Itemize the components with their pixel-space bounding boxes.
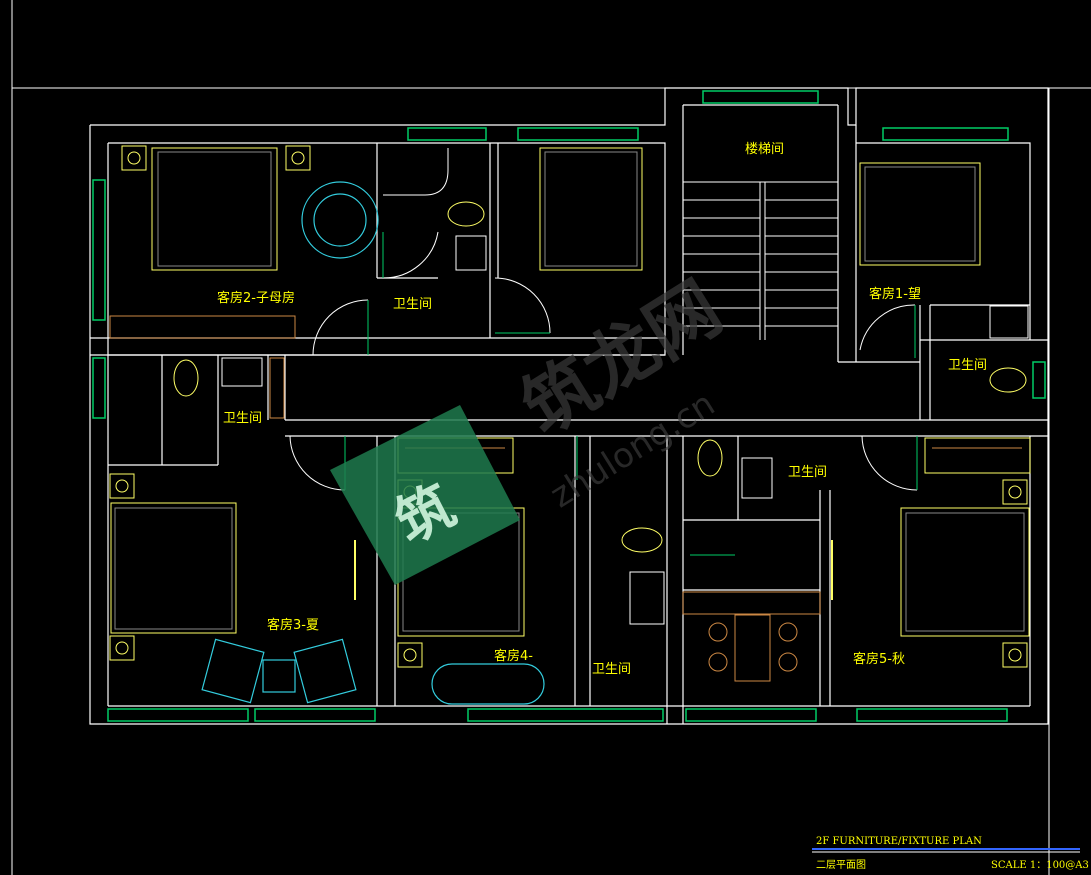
room-label-bath-a: 卫生间: [393, 297, 433, 312]
room-label-bath-b: 卫生间: [948, 358, 988, 373]
dining-set: [708, 614, 798, 682]
room-label-room1: 客房1-望: [869, 287, 921, 302]
title-en: 2F FURNITURE/FIXTURE PLAN: [816, 836, 982, 847]
room-label-bath-c: 卫生间: [223, 411, 263, 426]
room-label-room4: 客房4-: [494, 649, 533, 664]
scale-label: SCALE 1：100@A3: [991, 860, 1089, 871]
watermark-logo: [330, 405, 520, 585]
wardrobes: [109, 315, 1031, 615]
title-block-lines: [812, 848, 1080, 853]
chairs: [201, 181, 545, 705]
room-label-bath-e: 卫生间: [592, 662, 632, 677]
room-label-room3: 客房3-夏: [267, 618, 319, 633]
windows: [92, 90, 1046, 722]
room-label-room5: 客房5-秋: [853, 652, 905, 667]
stairs: [683, 181, 838, 340]
bedside-tables: [109, 145, 1028, 668]
room-label-room2: 客房2-子母房: [217, 291, 295, 306]
room-label-bath-d: 卫生间: [788, 465, 828, 480]
bath-fixtures: [173, 148, 1029, 625]
room-label-stair: 楼梯间: [745, 142, 785, 157]
title-cn: 二层平面图: [816, 860, 866, 871]
walls: [89, 87, 1049, 725]
